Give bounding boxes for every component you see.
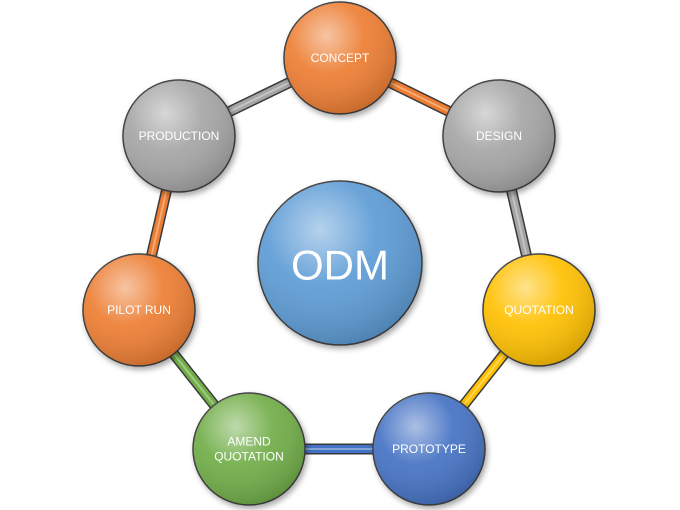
node-pilot-run: PILOT RUN bbox=[82, 253, 196, 367]
process-nodes: CONCEPTDESIGNQUOTATIONPROTOTYPEAMENDQUOT… bbox=[82, 1, 596, 506]
node-pilot-run-gloss bbox=[83, 254, 195, 366]
node-design-gloss bbox=[443, 80, 555, 192]
node-prototype-label: PROTOTYPE bbox=[392, 442, 466, 456]
center-node-odm: ODM bbox=[257, 180, 423, 346]
node-design-label: DESIGN bbox=[476, 129, 522, 143]
node-amend-quotation-gloss bbox=[193, 393, 305, 505]
node-concept-label: CONCEPT bbox=[311, 51, 370, 65]
center-circle-gloss bbox=[258, 181, 422, 345]
node-concept-gloss bbox=[284, 2, 396, 114]
node-amend-quotation-label-line-1: AMEND bbox=[227, 435, 271, 449]
node-production: PRODUCTION bbox=[122, 79, 236, 193]
node-prototype-gloss bbox=[373, 393, 485, 505]
node-quotation-gloss bbox=[483, 254, 595, 366]
node-quotation-label: QUOTATION bbox=[504, 303, 574, 317]
node-pilot-run-label: PILOT RUN bbox=[107, 303, 171, 317]
node-prototype: PROTOTYPE bbox=[372, 392, 486, 506]
node-production-gloss bbox=[123, 80, 235, 192]
node-production-label: PRODUCTION bbox=[139, 129, 220, 143]
node-amend-quotation-label-line-2: QUOTATION bbox=[214, 450, 284, 464]
node-quotation: QUOTATION bbox=[482, 253, 596, 367]
node-concept: CONCEPT bbox=[283, 1, 397, 115]
center-label: ODM bbox=[291, 242, 389, 289]
node-design: DESIGN bbox=[442, 79, 556, 193]
